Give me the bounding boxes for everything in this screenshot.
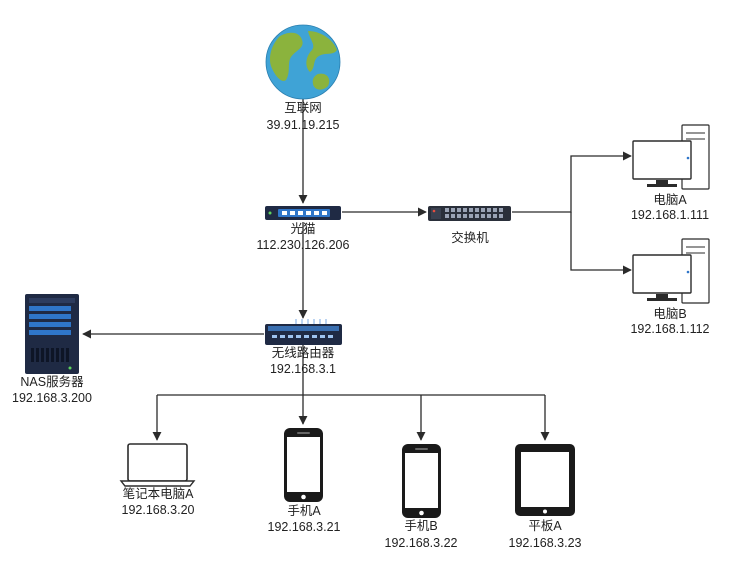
desktop-computer-icon [632,238,710,304]
modem-icon [265,206,341,220]
modem-ip-label: 112.230.126.206 [257,238,350,252]
phone-b-name-label: 手机B [404,519,437,533]
pc-a-name-label: 电脑A [653,193,687,207]
phone-b-ip-label: 192.168.3.22 [385,536,458,550]
router-name-label: 无线路由器 [272,345,335,360]
switch-name-label: 交换机 [451,230,489,245]
phone-icon [284,428,323,502]
server-icon [25,294,79,374]
nas-ip-label: 192.168.3.200 [12,391,92,405]
router-icon [265,319,342,345]
modem-name-label: 光猫 [290,222,315,236]
switch-icon [428,206,511,221]
phone-a-name-label: 手机A [287,504,321,518]
nas-name-label: NAS服务器 [20,374,84,389]
edge-switch-pc-b [570,212,632,275]
globe-icon [265,24,341,100]
tablet-name-label: 平板A [528,519,562,533]
internet-ip-label: 39.91.19.215 [267,118,340,132]
laptop-name-label: 笔记本电脑A [123,486,195,501]
router-ip-label: 192.168.3.1 [270,362,336,376]
pc-b-name-label: 电脑B [653,307,686,321]
laptop-ip-label: 192.168.3.20 [122,503,195,517]
edge-switch-pc-a [512,151,632,213]
connectors [82,92,632,441]
phone-icon [402,444,441,518]
pc-a-ip-label: 192.168.1.111 [631,208,709,222]
tablet-ip-label: 192.168.3.23 [509,536,582,550]
internet-name-label: 互联网 [284,101,322,115]
phone-a-ip-label: 192.168.3.21 [268,520,341,534]
pc-b-ip-label: 192.168.1.112 [630,322,709,336]
tablet-icon [515,444,575,516]
laptop-icon [119,443,196,487]
desktop-computer-icon [632,124,710,190]
